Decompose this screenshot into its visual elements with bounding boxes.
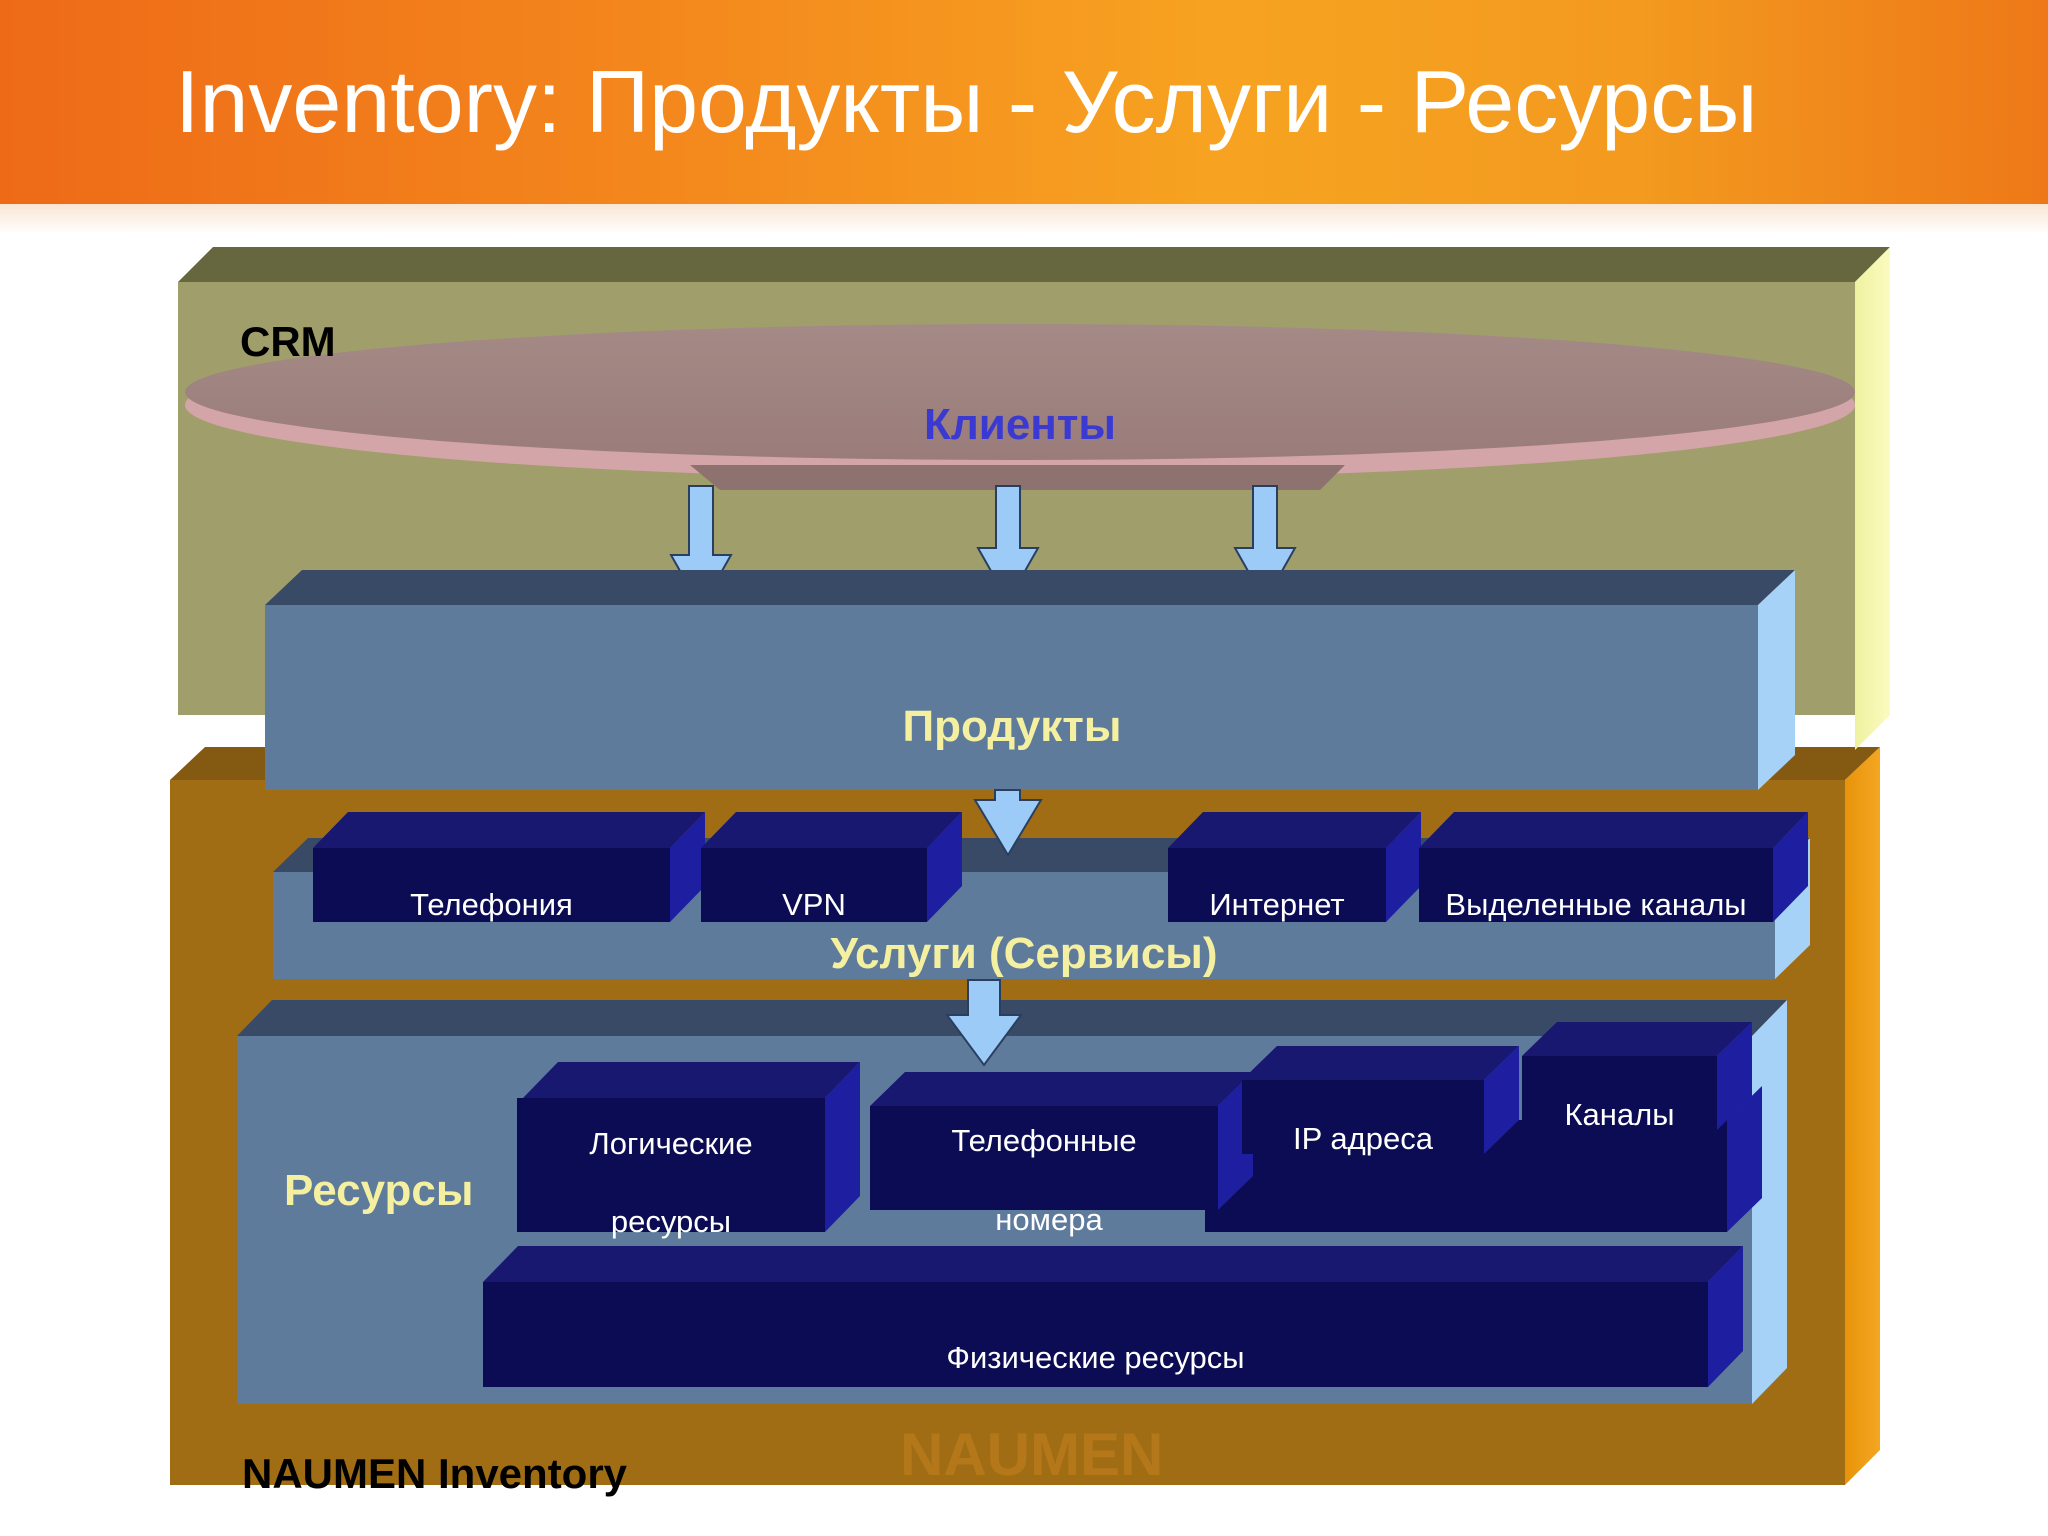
arrow-products-services	[973, 789, 1043, 857]
service-vpn-label: VPN	[782, 887, 846, 922]
service-leased-lines-label: Выделенные каналы	[1445, 887, 1747, 922]
service-box-telephony	[313, 812, 705, 922]
resource-box-physical	[483, 1246, 1743, 1387]
title-bar	[0, 0, 2048, 234]
crm-label: CRM	[240, 318, 336, 365]
products-bar	[265, 570, 1795, 790]
resource-logical-label-line1: Логические	[589, 1126, 753, 1161]
service-internet-label: Интернет	[1209, 887, 1345, 922]
resource-channels-label: Каналы	[1564, 1097, 1675, 1132]
resources-label: Ресурсы	[284, 1166, 474, 1215]
service-telephony-label: Телефония	[410, 887, 573, 922]
resource-box-ip	[1242, 1046, 1519, 1154]
resource-phone-label-line1: Телефонные	[951, 1123, 1137, 1158]
slide-title: Inventory: Продукты - Услуги - Ресурсы	[175, 52, 1758, 151]
clients-label: Клиенты	[923, 400, 1117, 449]
service-box-leased-lines	[1419, 812, 1808, 922]
resource-ip-label: IP адреса	[1293, 1121, 1433, 1156]
resource-logical-label-line2: ресурсы	[610, 1204, 732, 1239]
service-box-internet	[1168, 812, 1421, 922]
inventory-label: NAUMEN Inventory	[242, 1450, 628, 1497]
clients-ellipse	[185, 324, 1855, 490]
products-label: Продукты	[902, 702, 1122, 751]
resource-physical-label: Физические ресурсы	[946, 1340, 1245, 1375]
services-label: Услуги (Сервисы)	[830, 929, 1218, 978]
naumen-watermark: NAUMEN	[900, 1421, 1164, 1488]
resource-box-channels	[1522, 1022, 1752, 1130]
resource-phone-label-line2: номера	[995, 1202, 1103, 1237]
arrow-services-resources	[945, 979, 1023, 1067]
resource-box-logical	[517, 1062, 860, 1232]
service-box-vpn	[701, 812, 962, 922]
